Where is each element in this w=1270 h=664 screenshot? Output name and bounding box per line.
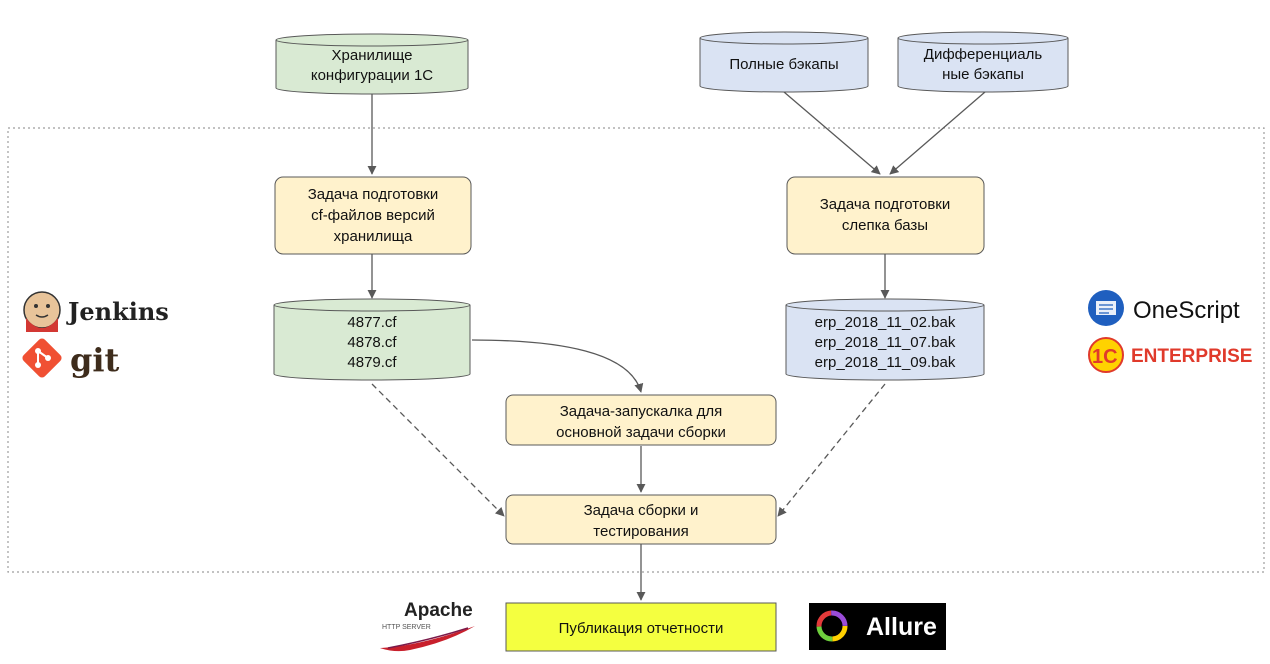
task-launcher-label-1: Задача-запускалка для: [560, 403, 723, 420]
git-logo: git: [22, 338, 120, 379]
apache-subtitle: HTTP SERVER: [382, 624, 431, 631]
allure-ring-icon: [816, 610, 848, 642]
edge-cf-files-to-launcher: [471, 339, 644, 393]
onescript-wordmark: OneScript: [1133, 297, 1240, 324]
cf-file-2: 4878.cf: [347, 334, 397, 351]
enterprise-logo: 1С ENTERPRISE: [1088, 337, 1252, 373]
config-storage-label-2: конфигурации 1С: [311, 67, 433, 84]
edge-bak-to-build: [777, 383, 886, 517]
task-build-test-label-2: тестирования: [593, 523, 688, 540]
task-build-test-label-1: Задача сборки и: [584, 502, 699, 519]
allure-logo: Allure: [809, 603, 946, 650]
node-cf-files: 4877.cf 4878.cf 4879.cf: [273, 298, 471, 381]
bak-file-1: erp_2018_11_02.bak: [815, 314, 956, 331]
bak-file-2: erp_2018_11_07.bak: [815, 334, 956, 351]
jenkins-logo: Jenkins: [23, 291, 169, 332]
connectors: [367, 91, 986, 601]
task-launcher-label-2: основной задачи сборки: [556, 424, 726, 441]
apache-logo: Apache HTTP SERVER: [380, 600, 475, 652]
cf-file-3: 4879.cf: [347, 354, 397, 371]
cf-file-1: 4877.cf: [347, 314, 397, 331]
git-diamond-icon: [22, 338, 62, 378]
task-snapshot-label-2: слепка базы: [842, 217, 928, 234]
diff-backups-label-1: Дифференциаль: [924, 46, 1043, 63]
task-snapshot-label-1: Задача подготовки: [820, 196, 951, 213]
node-publish-report: Публикация отчетности: [505, 602, 777, 652]
node-task-cf-prep: Задача подготовки cf-файлов версий храни…: [274, 176, 472, 255]
git-wordmark: git: [70, 341, 120, 379]
node-config-storage: Хранилище конфигурации 1С: [275, 33, 469, 95]
node-task-launcher: Задача-запускалка для основной задачи сб…: [505, 394, 777, 446]
allure-wordmark: Allure: [866, 613, 937, 641]
bak-file-3: erp_2018_11_09.bak: [815, 354, 956, 371]
apache-wordmark: Apache: [404, 600, 473, 621]
edge-full-to-snapshot: [783, 91, 881, 175]
onescript-scroll-icon: [1088, 290, 1124, 326]
node-diff-backups: Дифференциаль ные бэкапы: [897, 31, 1069, 93]
enterprise-wordmark: ENTERPRISE: [1131, 346, 1252, 367]
enterprise-1c-mark: 1С: [1092, 346, 1118, 368]
diff-backups-label-2: ные бэкапы: [942, 66, 1024, 83]
apache-feather-icon: [380, 626, 475, 652]
publish-report-label: Публикация отчетности: [559, 620, 724, 637]
jenkins-wordmark: Jenkins: [66, 297, 169, 326]
task-cf-prep-label-1: Задача подготовки: [308, 186, 439, 203]
edge-cf-files-to-build: [371, 383, 505, 517]
onescript-logo: OneScript: [1088, 290, 1240, 326]
task-cf-prep-label-2: cf-файлов версий: [311, 207, 435, 224]
node-task-build-test: Задача сборки и тестирования: [505, 494, 777, 545]
full-backups-label: Полные бэкапы: [729, 56, 838, 73]
edge-diff-to-snapshot: [889, 91, 986, 175]
node-full-backups: Полные бэкапы: [699, 31, 869, 93]
task-cf-prep-label-3: хранилища: [334, 228, 413, 245]
node-task-snapshot: Задача подготовки слепка базы: [786, 176, 985, 255]
node-bak-files: erp_2018_11_02.bak erp_2018_11_07.bak er…: [785, 298, 985, 381]
jenkins-butler-icon: [23, 291, 61, 332]
config-storage-label-1: Хранилище: [332, 47, 413, 64]
